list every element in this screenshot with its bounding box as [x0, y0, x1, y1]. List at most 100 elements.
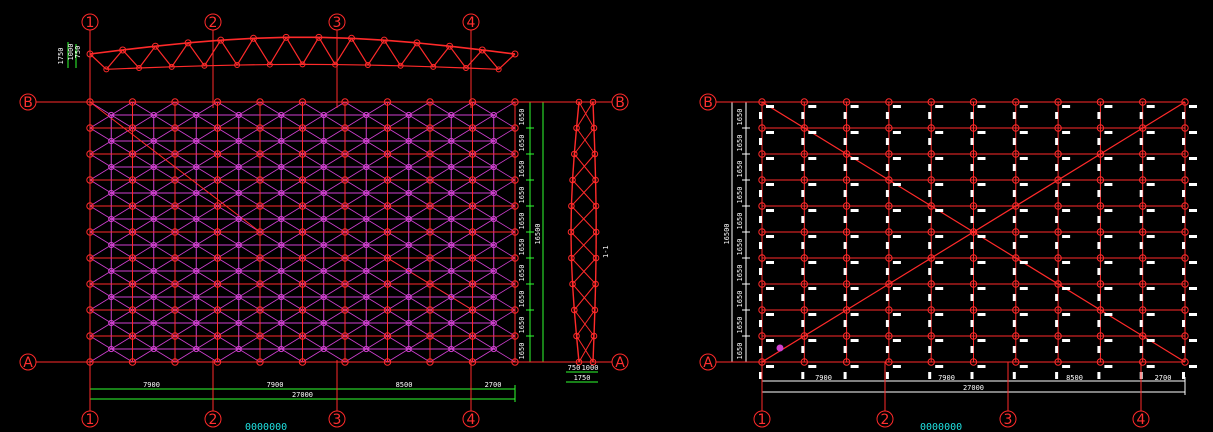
- web-member: [493, 348, 516, 363]
- node-tag: [970, 294, 974, 301]
- section-node: [591, 306, 599, 314]
- bottom-node: [320, 319, 327, 327]
- web-member: [493, 205, 516, 220]
- node-tag: [1104, 235, 1113, 238]
- section-chord: [594, 153, 597, 181]
- node-tag: [935, 131, 944, 134]
- web-member: [217, 348, 239, 363]
- support-node: [1181, 176, 1189, 184]
- node-tag: [885, 216, 889, 223]
- support-node: [842, 280, 851, 288]
- node-tag: [1146, 313, 1155, 316]
- node-tag: [801, 294, 805, 301]
- section-chord: [573, 309, 578, 337]
- web-member: [281, 309, 303, 324]
- bottom-node: [193, 293, 200, 301]
- node-tag: [850, 261, 859, 264]
- web-member: [259, 218, 282, 233]
- support-node: [885, 228, 893, 236]
- web-member: [259, 166, 282, 181]
- web-member: [281, 270, 303, 285]
- web-member: [238, 101, 261, 116]
- web-member: [323, 127, 346, 142]
- node-tag: [1097, 372, 1101, 379]
- bottom-dim-label: 8500: [1066, 374, 1083, 382]
- node-tag: [977, 131, 986, 134]
- bottom-node: [235, 163, 242, 171]
- node-tag: [801, 190, 805, 197]
- node-tag: [977, 287, 986, 290]
- top-node: [511, 202, 519, 210]
- web-member: [451, 114, 473, 129]
- web-member: [217, 114, 239, 129]
- web-member: [132, 127, 154, 142]
- web-member: [217, 244, 239, 259]
- web-member: [111, 244, 133, 259]
- support-node: [1139, 202, 1147, 210]
- node-tag: [843, 346, 847, 353]
- node-tag: [1146, 235, 1155, 238]
- web-member: [366, 283, 388, 298]
- bottom-node: [320, 215, 327, 223]
- bottom-node: [363, 241, 370, 249]
- node-tag: [1139, 242, 1143, 249]
- elevation-node: [413, 39, 421, 47]
- bottom-node: [448, 293, 455, 301]
- node-tag: [1062, 287, 1071, 290]
- node-tag: [759, 294, 762, 301]
- node-tag: [892, 339, 901, 342]
- node-tag: [1012, 320, 1016, 327]
- bottom-node: [278, 293, 285, 301]
- web-member: [238, 270, 261, 285]
- web-member: [493, 231, 516, 246]
- top-node: [128, 280, 137, 288]
- node-tag: [850, 209, 859, 212]
- web-member: [196, 153, 218, 168]
- support-node: [1181, 98, 1189, 106]
- top-node: [86, 176, 94, 184]
- node-tag: [850, 157, 859, 160]
- top-node: [128, 202, 137, 210]
- web-member: [153, 101, 176, 116]
- top-node: [468, 202, 477, 210]
- web-member: [132, 348, 154, 363]
- elevation-top-chord: [384, 39, 417, 44]
- section-chord: [593, 127, 596, 155]
- node-tag: [892, 235, 901, 238]
- node-tag: [801, 320, 805, 327]
- elevation-node: [168, 63, 175, 70]
- node-tag: [892, 209, 901, 212]
- web-member: [366, 348, 388, 363]
- web-member: [493, 218, 516, 233]
- node-tag: [801, 346, 805, 353]
- section-web: [576, 309, 596, 337]
- section-node: [568, 254, 575, 262]
- web-member: [174, 114, 197, 129]
- elevation-node: [217, 36, 225, 44]
- web-member: [196, 309, 218, 324]
- top-node: [86, 306, 94, 314]
- node-tag: [1012, 346, 1016, 353]
- web-member: [366, 127, 388, 142]
- elevation-node: [136, 65, 143, 72]
- left-total-label: 16500: [723, 223, 731, 244]
- web-member: [323, 153, 346, 168]
- web-member: [408, 114, 431, 129]
- elevation-bottom-chord: [106, 67, 140, 70]
- bottom-node: [278, 319, 285, 327]
- support-node: [969, 124, 978, 132]
- elevation-node: [397, 62, 404, 69]
- web-member: [132, 166, 154, 181]
- node-tag: [1189, 131, 1197, 134]
- support-node: [842, 332, 851, 340]
- web-member: [238, 179, 261, 194]
- support-node: [1139, 332, 1147, 340]
- web-member: [132, 114, 154, 129]
- axis-bubble-bottom-1-label: 1: [758, 412, 767, 428]
- web-member: [302, 192, 324, 207]
- node-tag: [843, 372, 847, 379]
- top-node: [341, 124, 349, 132]
- node-tag: [1097, 242, 1101, 249]
- node-tag: [1097, 346, 1101, 353]
